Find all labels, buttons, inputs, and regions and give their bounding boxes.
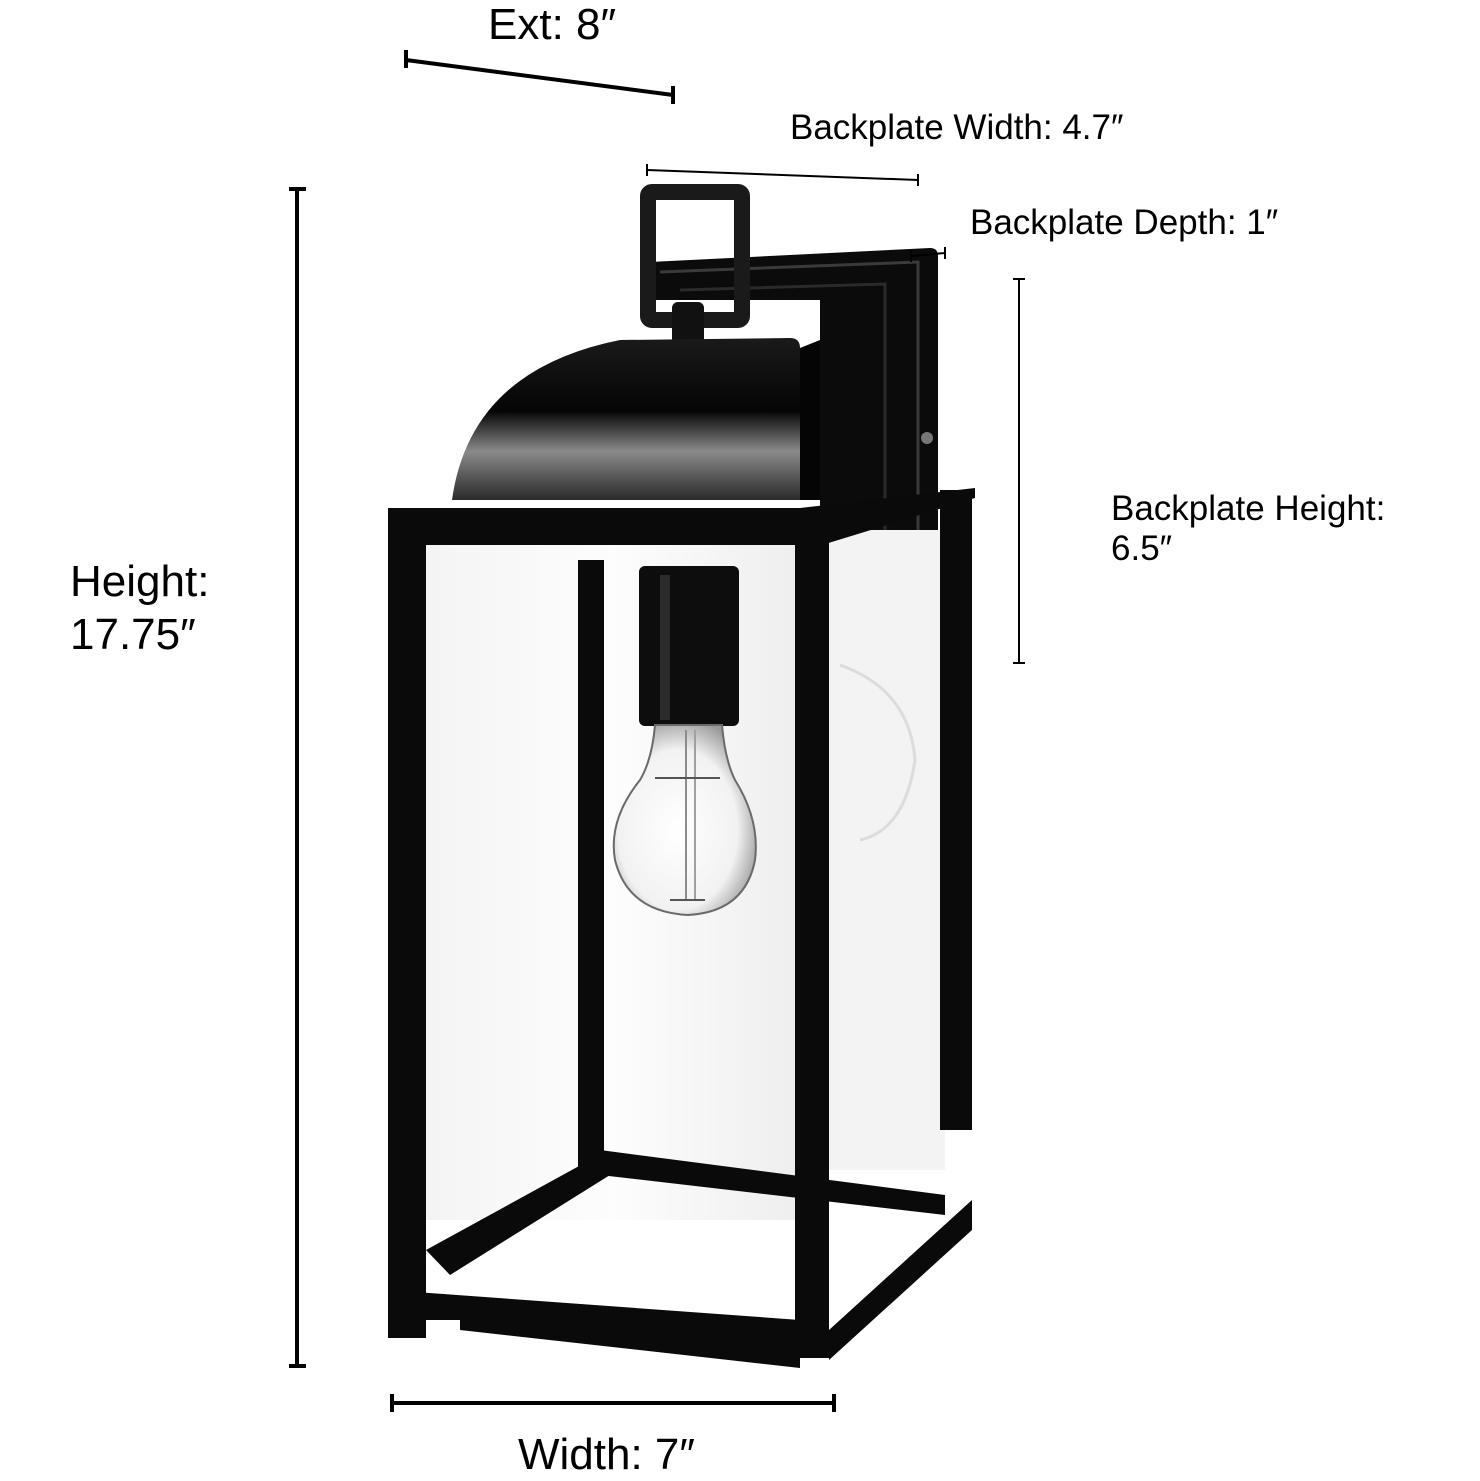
ext-label: Ext: 8″ <box>488 0 617 49</box>
lantern-frame <box>388 488 975 1368</box>
lantern-hood <box>452 338 820 500</box>
height-label-line2: 17.75″ <box>70 609 196 659</box>
width-label: Width: 7″ <box>518 1430 695 1479</box>
backplate-height-label: Backplate Height: 6.5″ <box>1111 489 1385 570</box>
dimension-line-backplate-depth <box>910 247 946 262</box>
dimension-line-backplate-height <box>1013 278 1025 664</box>
backplate-width-label: Backplate Width: 4.7″ <box>790 108 1124 147</box>
dimension-line-backplate-width <box>646 164 919 186</box>
height-label: Height: 17.75″ <box>70 556 209 662</box>
bulb-socket <box>639 566 739 726</box>
height-label-line1: Height: <box>70 557 210 606</box>
backplate-height-label-line2: 6.5″ <box>1111 529 1173 569</box>
backplate-depth-label: Backplate Depth: 1″ <box>970 203 1279 242</box>
dimension-line-height <box>289 187 306 1368</box>
dimension-line-width <box>390 1394 836 1412</box>
dimension-line-ext <box>404 50 675 104</box>
light-bulb <box>612 724 757 917</box>
backplate-height-label-line1: Backplate Height: <box>1111 489 1386 528</box>
